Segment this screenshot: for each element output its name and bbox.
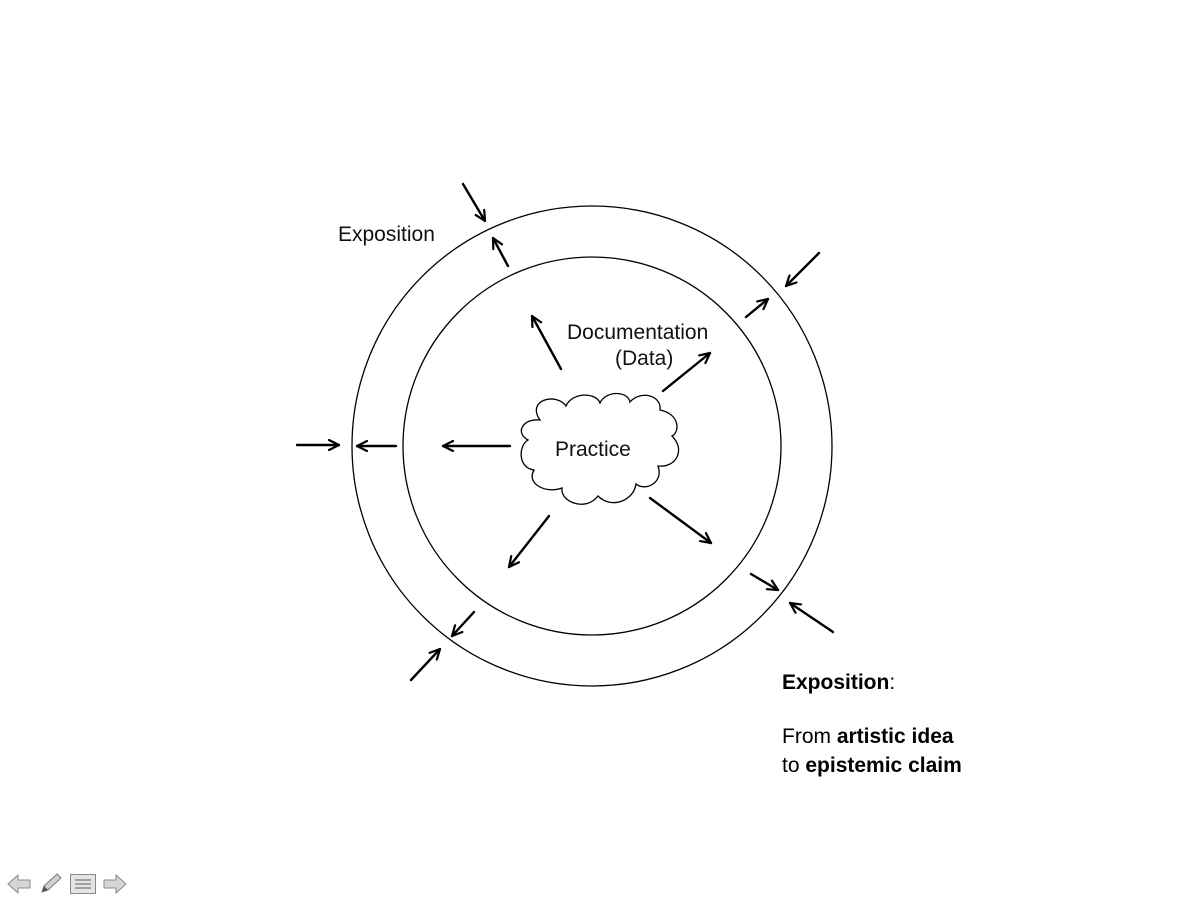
- arrow-practice-up: [530, 314, 563, 371]
- outer-circle: [351, 205, 833, 687]
- caption-line-2: From artistic idea: [782, 725, 954, 748]
- caption: Exposition: From artistic idea to episte…: [782, 668, 1082, 780]
- arrow-ring-bottomleft: [450, 610, 476, 638]
- arrow-ring-topright: [744, 297, 770, 319]
- arrow-practice-downleft: [507, 514, 551, 569]
- slide-list-button[interactable]: [68, 871, 98, 897]
- slide-nav-toolbar: [4, 871, 130, 897]
- practice-cloud: [520, 392, 680, 505]
- draw-tool-button[interactable]: [36, 871, 66, 897]
- caption-line-3: to epistemic claim: [782, 754, 962, 777]
- list-icon: [70, 874, 96, 894]
- arrow-outside-bottomright: [788, 601, 835, 634]
- practice-label: Practice: [555, 438, 631, 461]
- arrow-ring-bottomright: [749, 572, 780, 592]
- inner-circle: [402, 256, 782, 636]
- arrow-outside-topright: [784, 251, 821, 288]
- arrow-practice-upright: [661, 351, 712, 393]
- arrow-right-icon: [103, 873, 127, 895]
- caption-epistemic-claim: epistemic claim: [805, 754, 962, 777]
- caption-title: Exposition: [782, 671, 890, 694]
- previous-slide-button[interactable]: [4, 871, 34, 897]
- arrow-practice-downright: [648, 496, 713, 545]
- caption-title-line: Exposition:: [782, 668, 1082, 697]
- arrow-left-icon: [7, 873, 31, 895]
- exposition-label: Exposition: [338, 223, 435, 246]
- data-label: (Data): [615, 347, 673, 370]
- caption-artistic-idea: artistic idea: [836, 725, 954, 748]
- pencil-icon: [41, 873, 62, 893]
- arrow-outside-top: [461, 182, 487, 223]
- caption-title-suffix: :: [889, 671, 896, 694]
- documentation-label: Documentation: [567, 321, 708, 344]
- arrow-outside-bottomleft: [409, 647, 442, 682]
- next-slide-button[interactable]: [100, 871, 130, 897]
- arrow-ring-top: [491, 236, 510, 268]
